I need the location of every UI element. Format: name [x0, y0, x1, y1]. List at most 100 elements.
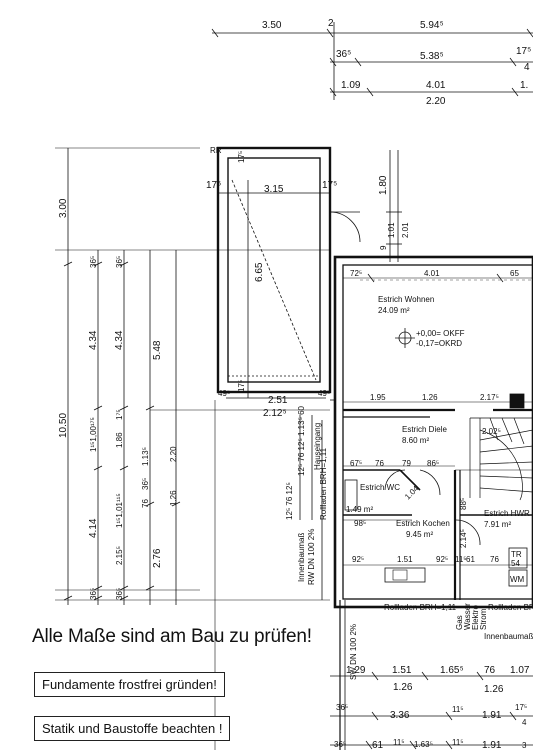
dim-r-4-01: 4.01 [424, 269, 440, 278]
dim-b-61: 61 [372, 740, 384, 750]
dim-b-36a: 36⁵ [336, 703, 348, 712]
room-okrd: -0,17=OKRD [416, 339, 462, 348]
dim-r-67: 67⁵ [350, 459, 362, 468]
dim-top-3-50: 3.50 [262, 20, 282, 31]
dim-v-76: 76 [141, 499, 150, 508]
dim-r-86: 86⁵ [427, 459, 439, 468]
room-wohnen-area: 24.09 m² [378, 306, 410, 315]
dim-r-11: 11⁵ [455, 555, 467, 564]
dim-r-92a: 92⁵ [352, 555, 364, 564]
dim-stack-right: 12⁵ 76 12⁵ 1.13⁵ 60 [297, 405, 306, 476]
dim-top-5-38: 5.38⁵ [420, 51, 444, 62]
note-foundations: Fundamente frostfrei gründen! [34, 672, 225, 697]
dim-r-1-95: 1.95 [370, 393, 386, 402]
dim-top-17: 17⁵ [516, 46, 531, 57]
dim-r-98: 98⁵ [354, 519, 366, 528]
dim-g-17c: 17⁵ [322, 180, 337, 191]
label-rr: RR [210, 146, 222, 155]
dim-b-1-51: 1.51 [392, 665, 412, 676]
dim-v-4-34b: 4.34 [114, 330, 125, 350]
dim-b-11c: 11⁵ [452, 738, 464, 747]
dim-v-11b: 1¹⁵1,01¹¹⁵ [115, 493, 124, 528]
dim-b-1-26b: 1.26 [484, 684, 504, 695]
dim-v-2-15: 2.15⁵ [115, 546, 124, 565]
dim-b-1-91a: 1.91 [482, 710, 502, 721]
label-rollladen-a: Rollladen BRH=1,11 [319, 447, 328, 520]
dim-b-1-07: 1.07 [510, 665, 530, 676]
room-diele-area: 8.60 m² [402, 436, 429, 445]
dim-r-72: 72⁵ [350, 269, 362, 278]
room-hwr-area: 7.91 m² [484, 520, 511, 529]
dim-r-76b: 76 [490, 555, 499, 564]
room-kochen-area: 9.45 m² [406, 530, 433, 539]
dim-stack-left: 12⁵ 76 12⁵ [285, 482, 294, 520]
label-innenbaumass-b: Innenbaumaß [484, 632, 533, 641]
dim-r-1-04: 1.04 [403, 484, 421, 502]
dim-r-1-49: 1.49 m² [346, 505, 373, 514]
dim-r-2-17: 2.17⁵ [480, 393, 499, 402]
dim-v-17: 1⁷⁵ [115, 409, 124, 420]
room-hwr-name: Estrich HWR [484, 509, 530, 518]
dim-v-4-14: 4.14 [88, 518, 99, 538]
dim-v-2-20: 2.20 [169, 446, 178, 462]
dim-v-10-50: 10.50 [58, 413, 69, 438]
dim-top-2-20: 2.20 [426, 96, 446, 107]
dim-top-36: 36⁵ [336, 49, 351, 60]
room-kochen-name: Estrich Kochen [396, 519, 450, 528]
dim-b-1-91b: 1.91 [482, 740, 502, 750]
dim-g-17a: 17⁵ [237, 151, 246, 163]
label-tr: TR [511, 550, 522, 559]
label-hauseingang: Hauseingang [313, 423, 322, 470]
dim-r-92b: 92⁵ [436, 555, 448, 564]
dim-r-1-51: 1.51 [397, 555, 413, 564]
dim-r-2-02: 2.02⁵ [482, 427, 501, 436]
dim-b-1-65: 1.65⁵ [440, 665, 464, 676]
room-wc-name: Estrich WC [360, 483, 400, 492]
label-rw-dn: RW DN 100 2% [307, 529, 316, 585]
dim-top-1-09: 1.09 [341, 80, 361, 91]
dim-r-61: 61 [466, 555, 475, 564]
dim-h-1-01: 1.01 [387, 222, 396, 238]
dim-g-49b: 49⁵ [318, 389, 330, 398]
dim-b-1-63: 1.63⁵ [414, 740, 433, 749]
dim-b-11a: 11⁵ [452, 705, 464, 714]
dim-b-1-29: 1.29 [346, 665, 366, 676]
dim-b-11b: 11⁵ [393, 738, 405, 747]
dim-v-11a: 1¹⁵1,00¹⁷⁵ [89, 417, 98, 452]
dim-r-54: 54 [511, 559, 520, 568]
dim-b-4: 4 [522, 718, 527, 727]
dim-v-5-48: 5.48 [152, 340, 163, 360]
dim-g-3-15: 3.15 [264, 184, 284, 195]
dim-v-1-13: 1.13⁵ [141, 447, 150, 466]
dim-r-88: 88⁵ [459, 498, 468, 510]
note-statics: Statik und Baustoffe beachten ! [34, 716, 231, 741]
dim-b-76: 76 [484, 665, 496, 676]
room-wohnen-name: Estrich Wohnen [378, 295, 434, 304]
label-elektro: Elektro [471, 605, 480, 630]
dim-v-2-76: 2.76 [152, 548, 163, 568]
dim-v-3-00: 3.00 [58, 198, 69, 218]
label-gas: Gas [455, 615, 464, 630]
dim-r-2-14: 2.14⁵ [459, 529, 468, 548]
dim-top-1: 1. [520, 80, 528, 91]
dim-r-65: 65 [510, 269, 519, 278]
dim-h-2-01: 2.01 [401, 222, 410, 238]
dim-g-49a: 49⁵ [218, 389, 230, 398]
dim-v-4-34a: 4.34 [88, 330, 99, 350]
label-strom: Strom [479, 608, 488, 630]
dim-v-36a: 36⁵ [89, 256, 98, 268]
dim-v-36e: 36⁵ [115, 588, 124, 600]
label-rollladen-b: Rollladen BRH=1,11 [384, 603, 457, 612]
label-wasser: Wasser [463, 603, 472, 630]
dim-v-36b: 36⁵ [115, 256, 124, 268]
label-rollladen-c: Rollladen BRH=1,11 [488, 603, 533, 612]
dim-h-1-80: 1.80 [378, 175, 389, 195]
label-wm: WM [510, 575, 525, 584]
dim-b-17: 17⁵ [515, 703, 527, 712]
room-diele-name: Estrich Diele [402, 425, 447, 434]
dim-v-36d: 36⁵ [89, 588, 98, 600]
dim-h-9: 9 [379, 245, 388, 250]
label-innenbaumass-a: Innenbaumaß [297, 533, 306, 582]
dim-r-79: 79 [402, 459, 411, 468]
dim-v-1-86: 1.86 [115, 432, 124, 448]
